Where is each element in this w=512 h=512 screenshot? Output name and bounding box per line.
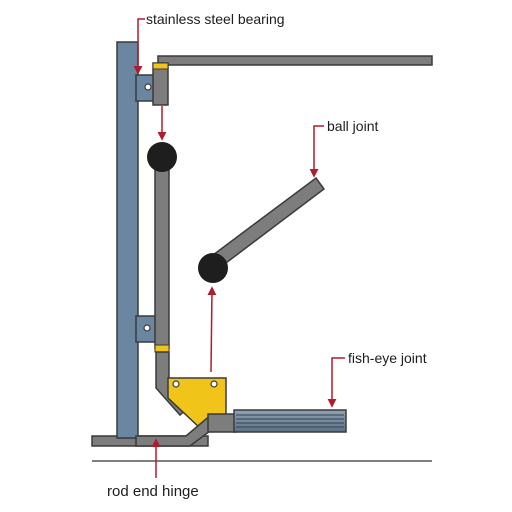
fish-eye-shaft (233, 409, 347, 433)
top-bracket-bolt (144, 83, 152, 91)
link-rod-yellow-collar (154, 344, 170, 353)
fish-eye-block (207, 413, 237, 433)
arm-ball-joint (198, 253, 228, 283)
top-ball-joint (147, 142, 177, 172)
fish-eye-arrow (327, 357, 345, 408)
label-stainless-steel-bearing: stainless steel bearing (146, 11, 285, 27)
plate-bolt-right (210, 380, 218, 388)
plate-bolt-left (172, 380, 180, 388)
vertical-link-rod (154, 164, 170, 349)
label-ball-joint: ball joint (327, 118, 378, 134)
label-rod-end-hinge: rod end hinge (107, 483, 199, 500)
vertical-post (116, 41, 139, 439)
plate-to-ball-arrow (207, 286, 217, 373)
label-fish-eye-joint: fish-eye joint (348, 350, 427, 366)
lower-bracket-bolt (143, 324, 151, 332)
bearing-arrow (133, 18, 145, 75)
bearing-yellow-collar (152, 62, 169, 70)
ball-joint-arrow (309, 125, 324, 178)
top-horizontal-rod (157, 55, 433, 73)
